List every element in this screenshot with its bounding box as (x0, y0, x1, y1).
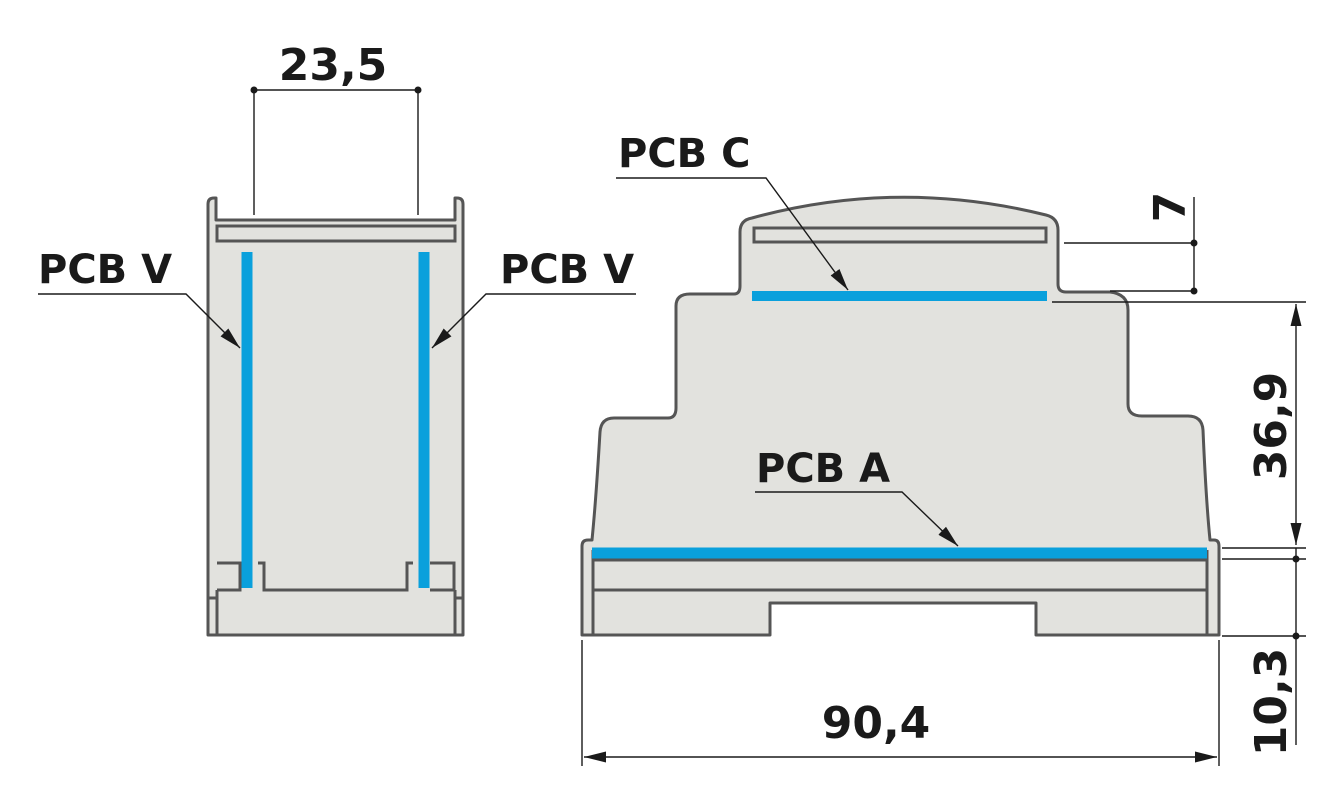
side-housing-outline (206, 196, 465, 637)
dim-middle-height: 36,9 (1052, 301, 1306, 545)
dim-base-height: 10,3 (1222, 547, 1306, 757)
side-top-slot (215, 224, 457, 243)
label-pcb-v-right-text: PCB V (500, 247, 634, 293)
dim-overall-width-value: 90,4 (822, 698, 931, 749)
label-pcb-a: PCB A (755, 446, 959, 547)
dim-top-step-value: 7 (1145, 192, 1196, 223)
label-pcb-v-left-text: PCB V (38, 247, 172, 293)
front-housing-outline (580, 195, 1221, 637)
label-pcb-v-right: PCB V (431, 247, 636, 349)
side-foot-center (258, 561, 413, 592)
dim-overall-width: 90,4 (581, 640, 1220, 766)
side-view: 23,5 PCB V PCB V (38, 40, 636, 637)
dim-top-step: 7 (1064, 192, 1198, 295)
label-pcb-c: PCB C (616, 131, 849, 291)
label-pcb-v-left: PCB V (38, 247, 241, 349)
side-foot-right-outer (430, 561, 456, 592)
dim-base-height-value: 10,3 (1246, 648, 1297, 757)
side-foot-left-outer (217, 561, 242, 592)
label-pcb-c-text: PCB C (618, 131, 750, 177)
label-pcb-a-text: PCB A (756, 446, 890, 492)
front-top-slot (752, 226, 1048, 244)
dim-side-width-value: 23,5 (279, 40, 388, 91)
dim-side-width: 23,5 (250, 40, 422, 215)
front-view: PCB C PCB A 7 36,9 (580, 131, 1306, 766)
dim-middle-height-value: 36,9 (1246, 372, 1297, 481)
